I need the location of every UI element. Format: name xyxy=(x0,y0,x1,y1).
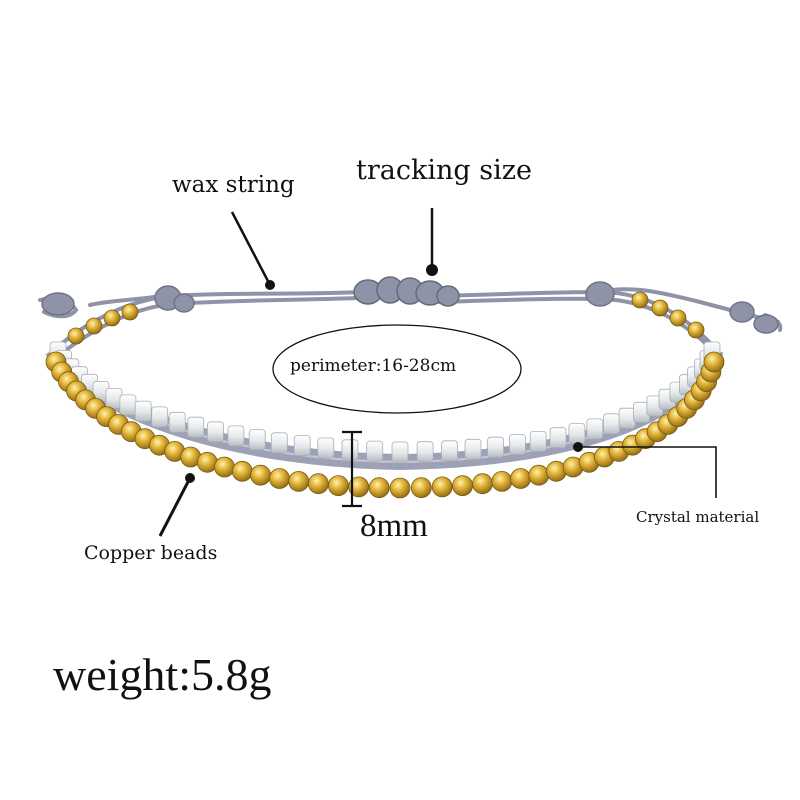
copper-bead xyxy=(431,476,453,498)
crystal-bead xyxy=(168,411,186,433)
copper-bead xyxy=(214,456,235,478)
crystal-bead xyxy=(151,406,169,428)
copper-bead xyxy=(631,291,649,309)
copper-bead xyxy=(121,303,139,321)
copper-bead xyxy=(307,473,329,495)
copper-bead xyxy=(651,299,669,317)
crystal-bead xyxy=(603,413,620,435)
copper-bead xyxy=(410,477,432,499)
crystal-bead xyxy=(549,427,567,449)
crystal-bead xyxy=(586,418,604,440)
copper-bead xyxy=(528,464,550,486)
crystal-bead xyxy=(341,439,359,461)
width-dimension-marker xyxy=(342,430,362,508)
sliding-knot xyxy=(353,276,460,307)
tracking-size-pointer xyxy=(426,208,438,276)
perimeter-label: perimeter:16-28cm xyxy=(290,356,457,376)
crystal-bead xyxy=(248,429,266,451)
right-end-knot xyxy=(585,281,779,334)
copper-bead xyxy=(231,460,253,482)
copper-bead xyxy=(348,476,370,498)
crystal-bead xyxy=(391,441,409,463)
width-label: 8mm xyxy=(360,508,428,544)
copper-bead xyxy=(288,470,310,492)
copper-bead xyxy=(452,475,474,497)
crystal-bead xyxy=(441,440,458,462)
copper-bead xyxy=(703,351,725,373)
crystal-bead xyxy=(293,435,311,457)
copper-bead xyxy=(389,477,411,499)
crystal-bead xyxy=(618,407,636,429)
crystal-bead xyxy=(487,436,505,458)
copper-bead xyxy=(196,451,218,473)
crystal-bead xyxy=(568,423,586,444)
copper-bead xyxy=(85,317,103,335)
crystal-bead xyxy=(464,438,482,460)
copper-bead xyxy=(510,468,531,489)
copper-bead-row xyxy=(45,291,725,499)
crystal-bead xyxy=(134,400,152,422)
crystal-bead-row xyxy=(49,341,721,463)
copper-bead xyxy=(67,327,85,345)
crystal-material-label: Crystal material xyxy=(636,508,760,526)
copper-bead xyxy=(269,468,290,489)
weight-label: weight:5.8g xyxy=(53,649,272,700)
crystal-bead xyxy=(227,425,245,447)
tracking-size-label: tracking size xyxy=(356,155,532,186)
crystal-material-pointer xyxy=(573,442,717,498)
wax-string-label: wax string xyxy=(172,172,295,198)
copper-bead xyxy=(327,475,349,497)
crystal-bead xyxy=(187,416,205,438)
copper-bead xyxy=(669,309,687,327)
copper-bead xyxy=(368,477,390,499)
copper-bead xyxy=(103,309,121,327)
copper-bead xyxy=(250,464,272,486)
crystal-bead xyxy=(529,430,547,452)
copper-beads-pointer xyxy=(158,473,195,537)
perimeter-ellipse xyxy=(272,324,522,414)
wax-string-pointer xyxy=(230,211,275,290)
copper-bead xyxy=(687,321,705,339)
crystal-bead xyxy=(508,434,526,455)
left-end-knot xyxy=(41,285,195,316)
crystal-bead xyxy=(416,441,434,463)
copper-bead xyxy=(491,470,513,492)
copper-bead xyxy=(472,473,493,495)
crystal-bead xyxy=(270,432,288,454)
crystal-bead xyxy=(317,437,335,459)
copper-beads-label: Copper beads xyxy=(84,542,218,564)
crystal-bead xyxy=(206,421,224,443)
crystal-bead xyxy=(119,394,137,416)
crystal-bead xyxy=(366,440,384,462)
